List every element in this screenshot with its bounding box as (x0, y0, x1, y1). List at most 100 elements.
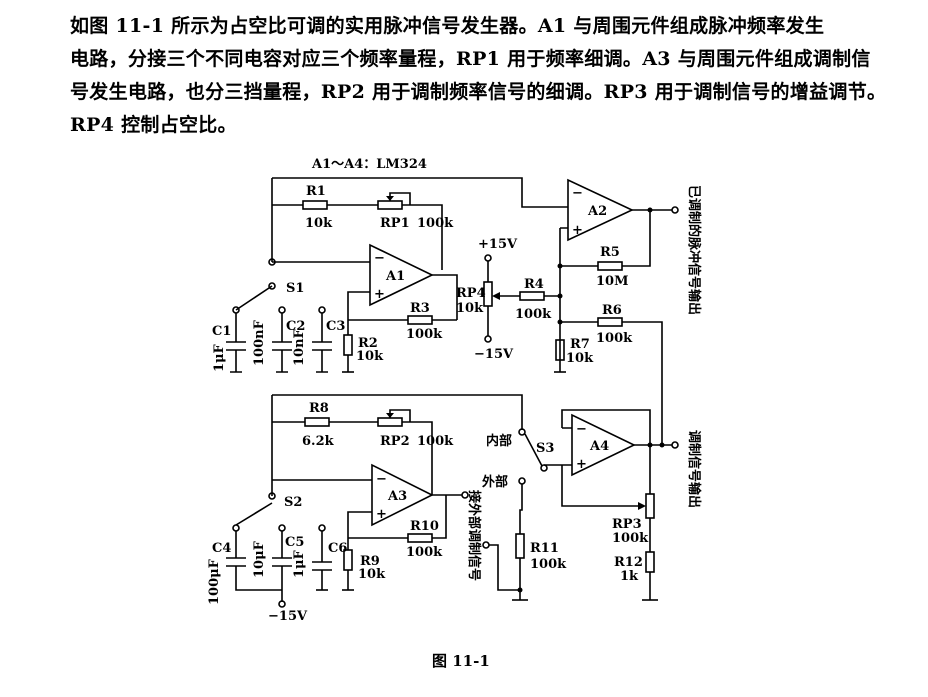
svg-text:C2: C2 (286, 319, 305, 334)
svg-text:100μF: 100μF (207, 558, 222, 605)
wiper (389, 192, 411, 205)
svg-text:RP2: RP2 (380, 434, 410, 449)
external-input-label: 接外部调制信号 (466, 490, 482, 581)
svg-text:100k: 100k (612, 531, 649, 546)
potentiometer-RP1 (377, 200, 403, 210)
wire (235, 531, 323, 562)
capacitor-C4 (226, 557, 246, 567)
svg-text:C4: C4 (212, 541, 231, 556)
capacitor-C6 (312, 561, 332, 571)
potentiometer-RP2 (377, 417, 403, 427)
svg-text:−15V: −15V (268, 609, 308, 624)
resistor-R2 (343, 334, 353, 356)
svg-text:内部: 内部 (486, 433, 512, 449)
svg-text:100k: 100k (530, 557, 567, 572)
svg-text:R6: R6 (602, 303, 622, 318)
svg-text:100k: 100k (406, 327, 443, 342)
switch-S3-blade (524, 433, 543, 467)
capacitor-C3 (312, 341, 332, 351)
svg-text:C3: C3 (326, 319, 345, 334)
opamp-A4 (571, 413, 636, 477)
svg-text:10nF: 10nF (292, 328, 307, 366)
wiper (389, 409, 411, 422)
resistor-R11 (515, 533, 525, 559)
svg-text:S3: S3 (536, 441, 554, 456)
resistor-R5 (597, 261, 623, 271)
svg-text:R11: R11 (530, 541, 559, 556)
svg-text:R8: R8 (309, 401, 329, 416)
wiper (638, 502, 646, 510)
svg-text:A3: A3 (387, 489, 407, 504)
svg-text:R5: R5 (600, 245, 620, 260)
wire (560, 321, 663, 443)
resistor-R4 (519, 291, 545, 301)
potentiometer-RP4 (483, 281, 493, 307)
ic-note: A1～A4：LM324 (311, 157, 427, 172)
wire (272, 204, 443, 270)
capacitor-C2 (272, 341, 292, 351)
svg-text:100k: 100k (417, 216, 454, 231)
description-paragraph: 如图 11-1 所示为占空比可调的实用脉冲信号发生器。A1 与周围元件组成脉冲频… (70, 10, 905, 142)
wire (544, 409, 672, 466)
wire (235, 350, 323, 372)
svg-text:−: − (572, 186, 583, 201)
wire (560, 210, 651, 267)
svg-text:S1: S1 (286, 281, 304, 296)
svg-text:R3: R3 (410, 301, 430, 316)
resistor-R7 (555, 339, 565, 361)
resistor-R1 (302, 200, 328, 210)
svg-text:RP1: RP1 (380, 216, 410, 231)
svg-text:+: + (376, 507, 387, 522)
svg-text:−15V: −15V (474, 347, 514, 362)
svg-text:C6: C6 (328, 541, 347, 556)
svg-text:100k: 100k (515, 307, 552, 322)
svg-text:A4: A4 (589, 439, 609, 454)
output-terminal (671, 441, 679, 449)
svg-text:10k: 10k (305, 216, 333, 231)
svg-text:R4: R4 (524, 277, 544, 292)
svg-text:C5: C5 (285, 535, 304, 550)
resistor-R3 (407, 315, 433, 325)
svg-text:外部: 外部 (481, 474, 508, 490)
wire (235, 313, 323, 342)
modulated-output-label: 已调制的脉冲信号输出 (686, 185, 702, 315)
opamp-A1 (369, 243, 434, 307)
svg-text:+15V: +15V (478, 237, 518, 252)
wire (271, 177, 568, 262)
svg-text:A2: A2 (587, 204, 607, 219)
svg-text:RP4: RP4 (456, 286, 486, 301)
wire (561, 445, 651, 600)
svg-text:R10: R10 (410, 519, 439, 534)
switch-S1-contact (268, 258, 276, 266)
svg-text:10μF: 10μF (252, 540, 267, 578)
svg-text:RP3: RP3 (612, 517, 642, 532)
svg-text:10M: 10M (596, 274, 628, 289)
svg-text:−: − (576, 422, 587, 437)
resistor-R6 (597, 317, 623, 327)
svg-text:R2: R2 (358, 336, 378, 351)
svg-text:+: + (576, 457, 587, 472)
svg-text:100k: 100k (596, 331, 633, 346)
output-terminal (671, 206, 679, 214)
svg-text:R7: R7 (570, 337, 590, 352)
capacitor-C1 (226, 341, 246, 351)
opamp-A3 (371, 463, 434, 527)
potentiometer-RP3 (645, 493, 655, 519)
description-line: 号发生电路，也分三挡量程，RP2 用于调制频率信号的细调。RP3 用于调制信号的… (70, 81, 887, 103)
svg-text:10k: 10k (358, 567, 386, 582)
switch-S1-blade (235, 285, 273, 311)
resistor-R12 (645, 551, 655, 573)
svg-text:S2: S2 (284, 495, 302, 510)
svg-text:R1: R1 (306, 184, 326, 199)
capacitor-C5 (272, 557, 292, 567)
svg-text:100k: 100k (417, 434, 454, 449)
wiper (492, 292, 500, 300)
wire (272, 421, 433, 495)
wire (519, 484, 523, 590)
wire (235, 566, 323, 602)
svg-text:100k: 100k (406, 545, 443, 560)
svg-text:10k: 10k (356, 349, 384, 364)
svg-text:10k: 10k (456, 301, 484, 316)
resistor-R10 (407, 533, 433, 543)
